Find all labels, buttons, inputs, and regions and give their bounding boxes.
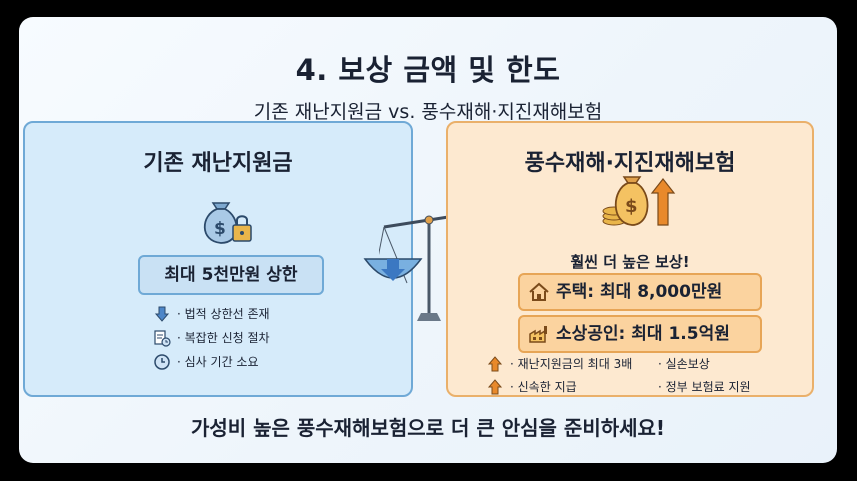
- pill-text: 소상공인: 최대 1.5억원: [556, 324, 730, 344]
- pill-text: 주택: 최대 8,000만원: [556, 282, 723, 302]
- feature-text: · 정부 보험료 지원: [658, 380, 751, 394]
- footer-tagline: 가성비 높은 풍수재해보험으로 더 큰 안심을 준비하세요!: [190, 416, 666, 440]
- feature-text: · 실손보상: [658, 357, 710, 371]
- feature-text: · 심사 기간 소요: [177, 355, 259, 369]
- clock-icon: [154, 354, 170, 370]
- max-relief-badge: 최대 5천만원 상한: [138, 255, 324, 295]
- svg-text:$: $: [625, 196, 638, 217]
- page-title: 4. 보상 금액 및 한도: [295, 53, 561, 87]
- page-subtitle: 기존 재난지원금 vs. 풍수재해·지진재해보험: [253, 101, 603, 123]
- feature-text: · 재난지원금의 최대 3배: [510, 357, 633, 371]
- house-icon: [529, 282, 549, 301]
- feature-text: · 복잡한 신청 절차: [177, 331, 270, 345]
- scale-left-pan: [363, 258, 423, 281]
- money-bag-arrow-icon: $: [602, 176, 676, 226]
- insurance-panel: 풍수재해·지진재해보험 $ 훨씬 더 높은 보상! 주택: 최대 8,000만원: [446, 121, 814, 397]
- svg-text:$: $: [214, 219, 226, 239]
- existing-relief-title: 기존 재난지원금: [143, 151, 293, 176]
- existing-relief-panel: 기존 재난지원금 $ 최대 5천만원 상한 · 법적 상한선 존재: [23, 121, 413, 397]
- factory-icon: [529, 326, 547, 343]
- insurance-title: 풍수재해·지진재해보험: [524, 151, 736, 176]
- feature-text: · 신속한 지급: [510, 380, 577, 394]
- money-bag-lock-icon: $: [203, 202, 252, 244]
- feature-text: · 법적 상한선 존재: [177, 307, 270, 321]
- infographic-card: 4. 보상 금액 및 한도 기존 재난지원금 vs. 풍수재해·지진재해보험 기…: [19, 17, 837, 463]
- arrow-down-icon: [154, 306, 170, 322]
- house-compensation-pill: 주택: 최대 8,000만원: [518, 273, 762, 311]
- higher-compensation-tagline: 훨씬 더 높은 보상!: [570, 253, 690, 271]
- arrow-up-icon: [487, 356, 503, 372]
- document-clock-icon: [154, 330, 171, 347]
- arrow-up-icon: [487, 379, 503, 395]
- smallbiz-compensation-pill: 소상공인: 최대 1.5억원: [518, 315, 762, 353]
